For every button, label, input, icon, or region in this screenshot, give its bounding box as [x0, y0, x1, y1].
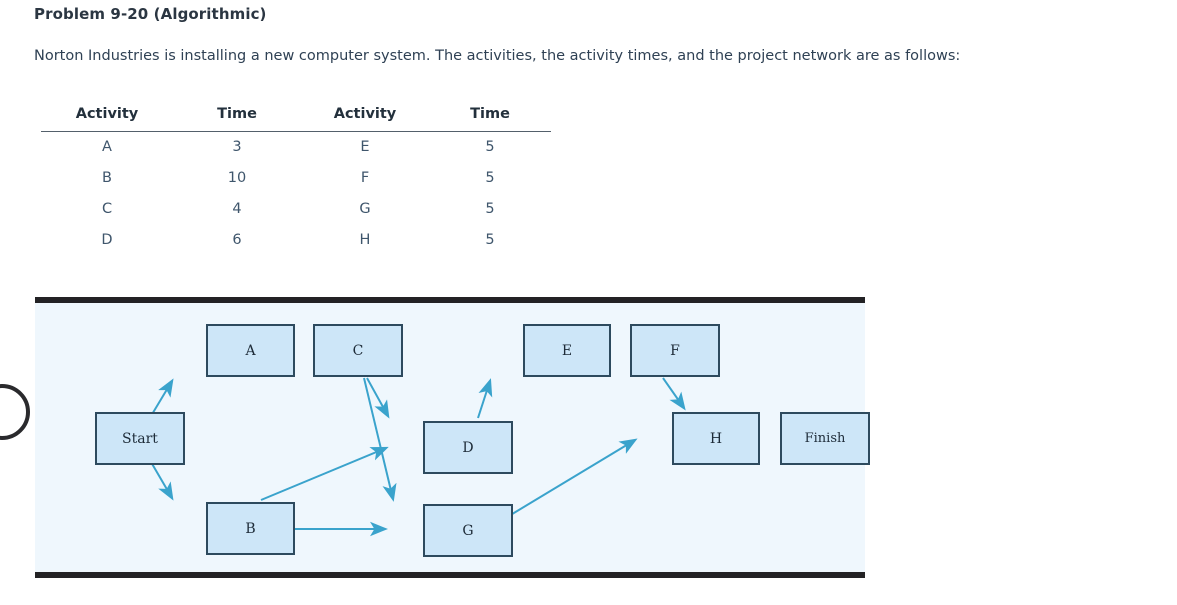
- node-d-label: D: [462, 439, 474, 456]
- panel-top-rule: [35, 297, 865, 303]
- cell-time-2: 5: [485, 170, 495, 186]
- edge-f-h: [662, 377, 686, 411]
- cell-activity-1: A: [102, 139, 112, 155]
- column-header-activity-1: Activity: [75, 106, 139, 122]
- column-header-activity-2: Activity: [333, 106, 397, 122]
- cell-activity-2: H: [359, 232, 371, 248]
- edge-d-e: [477, 378, 493, 419]
- edge-c-d: [366, 377, 390, 419]
- table-row: D 6 H 5: [41, 225, 551, 256]
- node-h-label: H: [709, 430, 723, 447]
- node-finish-label: Finish: [804, 431, 846, 446]
- node-c[interactable]: C: [313, 324, 403, 377]
- table-row: B 10 F 5: [41, 163, 551, 194]
- page-title: Problem 9-20 (Algorithmic): [34, 5, 267, 23]
- edge-start-b: [150, 461, 174, 501]
- node-start-label: Start: [122, 430, 158, 447]
- node-c-label: C: [352, 342, 364, 359]
- panel-bottom-rule: [35, 572, 865, 578]
- table-row: A 3 E 5: [41, 132, 551, 164]
- cell-activity-1: C: [101, 201, 113, 217]
- node-f[interactable]: F: [630, 324, 720, 377]
- node-b-label: B: [245, 520, 256, 537]
- node-g-label: G: [462, 522, 474, 539]
- node-h[interactable]: H: [672, 412, 760, 465]
- cell-time-2: 5: [485, 139, 495, 155]
- node-e[interactable]: E: [523, 324, 611, 377]
- cell-time-1: 4: [232, 201, 242, 217]
- node-finish[interactable]: Finish: [780, 412, 870, 465]
- node-start[interactable]: Start: [95, 412, 185, 465]
- node-d[interactable]: D: [423, 421, 513, 474]
- node-a-label: A: [245, 342, 256, 359]
- cell-time-1: 10: [227, 170, 247, 186]
- edge-b-d: [260, 446, 389, 501]
- cell-activity-1: B: [102, 170, 112, 186]
- cell-activity-2: F: [360, 170, 370, 186]
- cell-time-2: 5: [485, 201, 495, 217]
- edge-c-g: [363, 377, 397, 502]
- node-f-label: F: [670, 342, 680, 359]
- table-header-row: Activity Time Activity Time: [41, 103, 551, 132]
- node-b[interactable]: B: [206, 502, 295, 555]
- problem-intro-text: Norton Industries is installing a new co…: [34, 48, 961, 64]
- activity-time-table: Activity Time Activity Time A 3 E 5 B 10…: [41, 103, 551, 256]
- project-network-diagram: Start A C B D G E F H Finish: [0, 286, 1177, 586]
- node-a[interactable]: A: [206, 324, 295, 377]
- node-e-label: E: [561, 342, 573, 359]
- column-header-time-2: Time: [470, 106, 510, 122]
- cell-time-2: 5: [485, 232, 495, 248]
- edge-start-a: [150, 378, 174, 417]
- cell-activity-1: D: [101, 232, 113, 248]
- column-header-time-1: Time: [217, 106, 257, 122]
- table-row: C 4 G 5: [41, 194, 551, 225]
- cell-activity-2: E: [360, 139, 370, 155]
- cell-time-1: 3: [232, 139, 242, 155]
- node-g[interactable]: G: [423, 504, 513, 557]
- cell-time-1: 6: [232, 232, 242, 248]
- cell-activity-2: G: [359, 201, 371, 217]
